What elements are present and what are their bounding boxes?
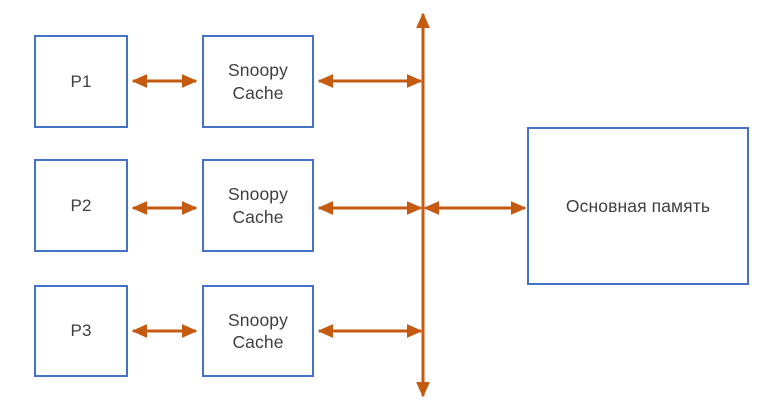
processor-box-p2[interactable]: P2: [34, 159, 128, 252]
processor-label-p1: P1: [70, 71, 92, 91]
snoopy-cache-box-2[interactable]: Snoopy Cache: [202, 159, 314, 252]
snoopy-cache-label-2: Snoopy Cache: [228, 184, 288, 227]
snoopy-cache-label-3: Snoopy Cache: [228, 309, 288, 352]
processor-label-p3: P3: [70, 321, 92, 341]
snoopy-cache-box-1[interactable]: Snoopy Cache: [202, 35, 314, 128]
main-memory-box[interactable]: Основная память: [527, 127, 749, 285]
processor-box-p3[interactable]: P3: [34, 285, 128, 377]
processor-label-p2: P2: [70, 195, 92, 215]
snoopy-cache-box-3[interactable]: Snoopy Cache: [202, 285, 314, 377]
snoopy-cache-label-1: Snoopy Cache: [228, 60, 288, 103]
processor-box-p1[interactable]: P1: [34, 35, 128, 128]
main-memory-label: Основная память: [565, 195, 711, 216]
